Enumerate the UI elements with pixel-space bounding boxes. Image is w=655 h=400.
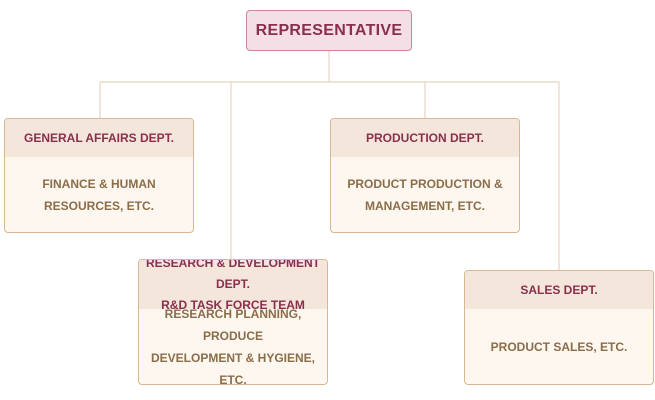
sales-dept-box: SALES DEPT. PRODUCT SALES, ETC. bbox=[464, 270, 654, 385]
dept-description-line: PRODUCT PRODUCTION & bbox=[347, 176, 503, 191]
representative-label: REPRESENTATIVE bbox=[255, 21, 403, 39]
dept-title: SALES DEPT. bbox=[520, 282, 598, 297]
dept-description-line: RESEARCH PLANNING, PRODUCE bbox=[164, 306, 302, 343]
dept-description-line: MANAGEMENT, ETC. bbox=[365, 198, 485, 213]
dept-description: FINANCE & HUMAN RESOURCES, ETC. bbox=[5, 157, 193, 232]
dept-description: RESEARCH PLANNING, PRODUCE DEVELOPMENT &… bbox=[139, 307, 327, 385]
dept-description-line: DEVELOPMENT & HYGIENE, ETC. bbox=[150, 350, 316, 385]
dept-description-line: RESOURCES, ETC. bbox=[43, 198, 154, 213]
dept-header: GENERAL AFFAIRS DEPT. bbox=[5, 119, 193, 157]
research-development-dept-box: RESEARCH & DEVELOPMENT DEPT. R&D TASK FO… bbox=[138, 259, 328, 385]
dept-description-line: FINANCE & HUMAN bbox=[42, 176, 156, 191]
dept-description-line: PRODUCT SALES, ETC. bbox=[490, 339, 628, 354]
dept-title: PRODUCTION DEPT. bbox=[365, 130, 484, 145]
dept-title: RESEARCH & DEVELOPMENT DEPT. bbox=[145, 259, 321, 291]
dept-subtitle: R&D TASK FORCE TEAM bbox=[161, 298, 305, 312]
dept-description: PRODUCT PRODUCTION & MANAGEMENT, ETC. bbox=[331, 157, 519, 232]
dept-title: GENERAL AFFAIRS DEPT. bbox=[23, 130, 175, 145]
dept-description: PRODUCT SALES, ETC. bbox=[465, 309, 653, 384]
general-affairs-dept-box: GENERAL AFFAIRS DEPT. FINANCE & HUMAN RE… bbox=[4, 118, 194, 233]
dept-header: RESEARCH & DEVELOPMENT DEPT. R&D TASK FO… bbox=[139, 259, 327, 312]
production-dept-box: PRODUCTION DEPT. PRODUCT PRODUCTION & MA… bbox=[330, 118, 520, 233]
representative-box: REPRESENTATIVE bbox=[246, 10, 412, 51]
dept-header: SALES DEPT. bbox=[465, 271, 653, 309]
dept-header: PRODUCTION DEPT. bbox=[331, 119, 519, 157]
